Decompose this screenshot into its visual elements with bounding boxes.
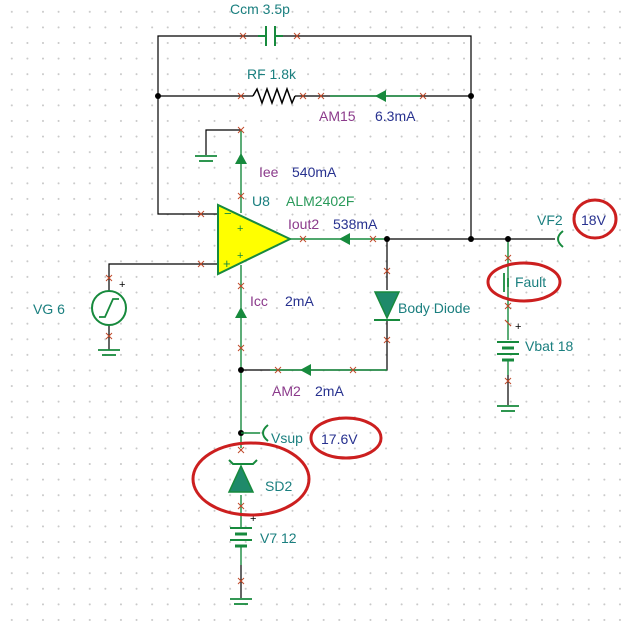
vf2-name: VF2 <box>537 212 563 228</box>
opamp-plus-symbol: + <box>223 256 231 271</box>
wire-inverting-input <box>157 96 222 215</box>
opamp-minus-symbol: − <box>224 206 232 221</box>
ground-iee-icon <box>195 155 217 162</box>
node-dot <box>468 93 474 99</box>
vg-label: VG 6 <box>33 301 65 317</box>
wire-ccm-right <box>283 35 472 96</box>
am15-arrow-icon <box>375 90 386 102</box>
highlights <box>191 198 618 517</box>
sd2-label: SD2 <box>265 478 292 494</box>
highlight-vf2-value <box>572 198 618 240</box>
vsup-name: Vsup <box>271 430 303 446</box>
vsup-probe-icon[interactable] <box>262 424 269 442</box>
body-diode-label: Body Diode <box>398 300 471 316</box>
capacitor-ccm[interactable] <box>258 26 283 46</box>
vg-step-icon <box>99 298 119 318</box>
wire-ccm-loop <box>157 35 258 96</box>
wire-vg-input <box>108 263 222 308</box>
rf-label: RF 1.8k <box>247 66 297 82</box>
iee-arrow-icon <box>235 153 247 164</box>
icc-arrow-icon <box>235 307 247 318</box>
iee-value: 540mA <box>292 164 337 180</box>
vbat-label: Vbat 18 <box>525 338 573 354</box>
body-diode-icon[interactable] <box>373 291 401 320</box>
node-dot <box>384 236 390 242</box>
opamp-bottom-plus-symbol: + <box>237 250 243 262</box>
iee-name: Iee <box>259 164 279 180</box>
am15-name: AM15 <box>319 108 356 124</box>
vbat-plus-symbol: + <box>515 321 521 333</box>
fault-switch-icon[interactable] <box>503 273 509 292</box>
v7-label: V7 12 <box>260 530 297 546</box>
icc-value: 2mA <box>285 293 314 309</box>
ccm-label: Ccm 3.5p <box>230 1 290 17</box>
iout2-name: Iout2 <box>288 216 319 232</box>
v7-plus-symbol: + <box>250 513 256 525</box>
node-dot <box>468 236 474 242</box>
wire-iee-ground <box>205 129 241 155</box>
icc-name: Icc <box>250 293 268 309</box>
ground-vg-icon <box>98 349 120 356</box>
node-dot <box>238 367 244 373</box>
u8-name: U8 <box>252 193 270 209</box>
am15-value: 6.3mA <box>375 108 416 124</box>
node-dot <box>505 236 511 242</box>
am2-arrow-icon <box>300 364 311 376</box>
ground-vbat-icon <box>497 405 519 412</box>
am2-value: 2mA <box>315 383 344 399</box>
fault-label: Fault <box>515 274 546 290</box>
labels: Ccm 3.5p RF 1.8k AM15 6.3mA Iee 540mA U8… <box>33 1 607 546</box>
node-dot <box>155 93 161 99</box>
wire-body-diode-bottom <box>241 320 388 371</box>
ground-v7-icon <box>230 598 252 605</box>
resistor-rf[interactable] <box>252 86 296 106</box>
vf2-value: 18V <box>581 212 607 228</box>
vg-plus-symbol: + <box>119 279 125 291</box>
highlight-vsup-value <box>309 416 383 460</box>
vbat-battery-icon[interactable] <box>497 341 519 375</box>
am2-name: AM2 <box>272 383 301 399</box>
pin-marks <box>105 32 512 585</box>
iout2-arrow-icon <box>339 233 350 245</box>
opamp-top-plus-symbol: + <box>237 223 243 235</box>
highlight-sd2 <box>191 441 311 517</box>
opamp-u8[interactable] <box>217 203 293 276</box>
v7-battery-icon[interactable] <box>230 520 252 565</box>
highlight-fault <box>486 261 562 303</box>
node-dots <box>155 93 511 436</box>
u8-part: ALM2402F <box>286 193 354 209</box>
iout2-value: 538mA <box>333 216 378 232</box>
vf2-probe-icon[interactable] <box>557 230 564 248</box>
zener-sd2-icon[interactable] <box>227 459 258 493</box>
vsup-value: 17.6V <box>321 431 358 447</box>
